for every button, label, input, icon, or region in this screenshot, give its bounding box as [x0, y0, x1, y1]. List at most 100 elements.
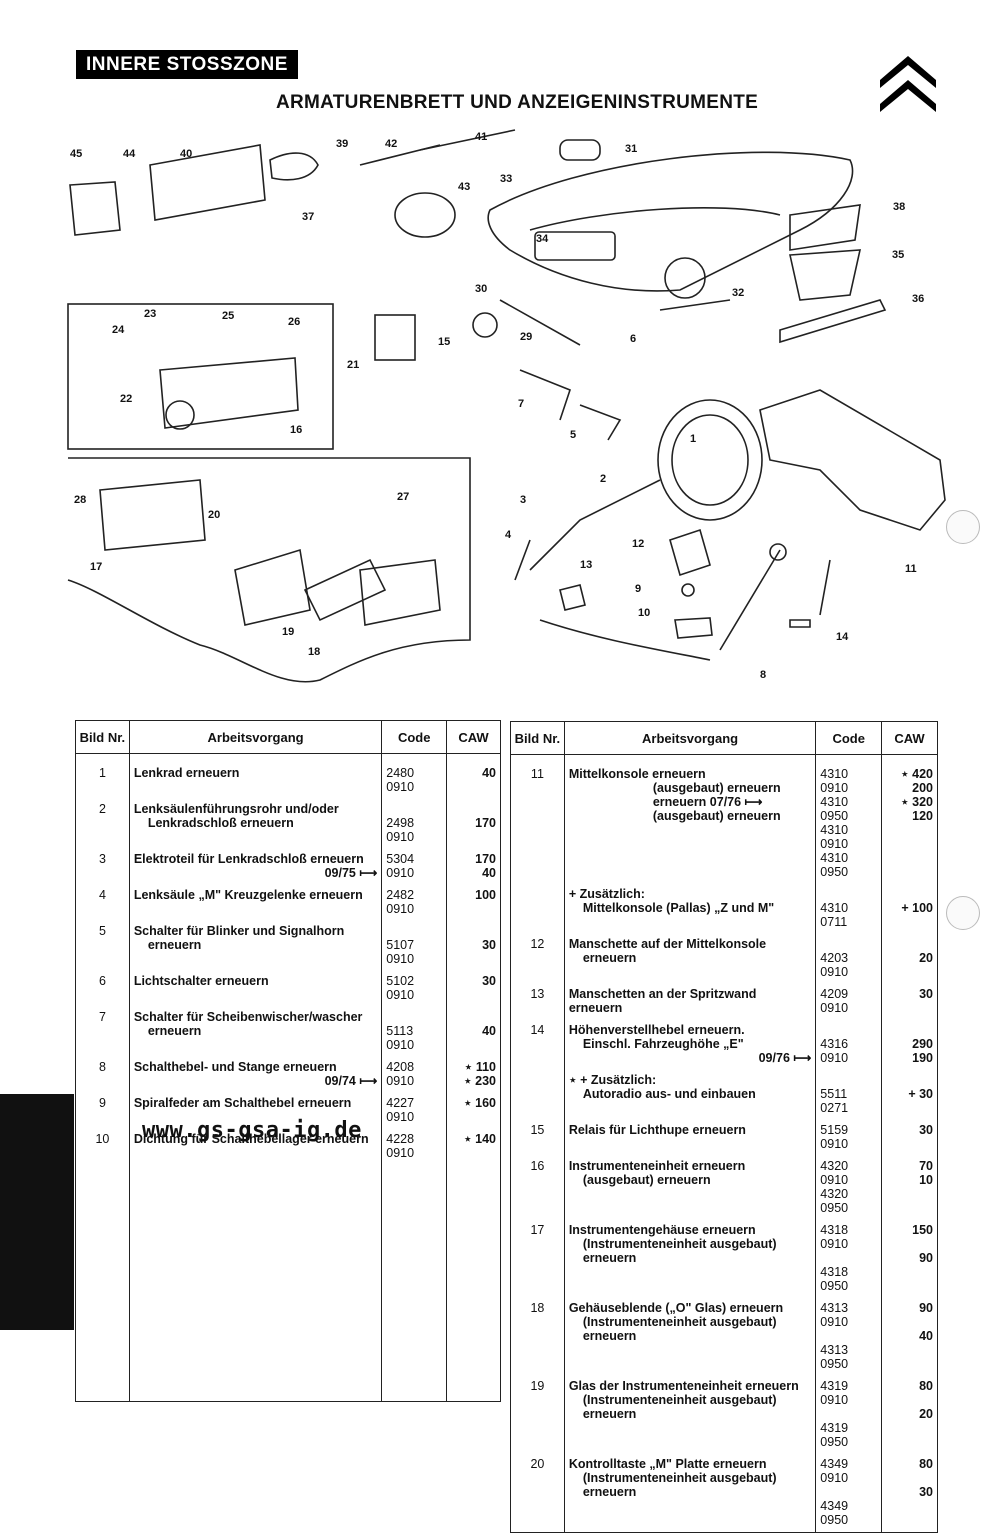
callout-27: 27: [397, 491, 409, 503]
caw: ⋆ 160: [446, 1093, 501, 1129]
code: 2482 0910: [381, 885, 448, 921]
table-row: 18 Gehäuseblende („O" Glas) erneuern(Ins…: [510, 1298, 938, 1376]
table-row: 1 Lenkrad erneuern 2480 0910 40: [75, 753, 501, 799]
bild-nr: 1: [75, 753, 130, 799]
code: 5304 0910: [381, 849, 448, 885]
caw: + 100: [881, 884, 938, 934]
callout-33: 33: [500, 173, 512, 185]
bild-nr: 3: [75, 849, 130, 885]
dashboard-shape: [487, 151, 854, 292]
caw: 30: [446, 971, 501, 1007]
center-console-shape: [759, 389, 946, 531]
callout-3: 3: [520, 494, 526, 506]
callout-36: 36: [912, 293, 924, 305]
code: 4319 0910 4319 0950: [815, 1376, 883, 1454]
caw: 80 30: [881, 1454, 938, 1533]
callout-10: 10: [638, 607, 650, 619]
callout-15: 15: [438, 336, 450, 348]
operation: Glas der Instrumenteneinheit erneuern(In…: [563, 1376, 817, 1454]
callout-23: 23: [144, 308, 156, 320]
washer-bottle-shape: [69, 181, 121, 236]
caw: + 30: [881, 1070, 938, 1120]
callout-40: 40: [180, 148, 192, 160]
table-row: 11 Mittelkonsole erneuern(ausgebaut) ern…: [510, 754, 938, 884]
col-header-code: Code: [815, 721, 883, 755]
caw: 150 90: [881, 1220, 938, 1298]
callout-19: 19: [282, 626, 294, 638]
operation: Relais für Lichthupe erneuern: [563, 1120, 817, 1156]
callout-11: 11: [905, 563, 917, 575]
operation: Lenkrad erneuern: [128, 753, 383, 799]
callout-26: 26: [288, 316, 300, 328]
caw: 80 20: [881, 1376, 938, 1454]
operation: Dichtung für Schalthebellager erneuern: [128, 1129, 383, 1165]
callout-34: 34: [536, 233, 549, 245]
operations-table-right: Bild Nr. Arbeitsvorgang Code CAW 11 Mitt…: [510, 721, 938, 1533]
parts-diagram: 1 2 3 4 5 6 7 8 9 10 11 12 13 14 15 16 1…: [67, 129, 946, 683]
operation: Mittelkonsole erneuern(ausgebaut) erneue…: [563, 754, 817, 884]
code: 4316 0910: [815, 1020, 883, 1070]
callout-16: 16: [290, 424, 302, 436]
callout-18: 18: [308, 646, 320, 658]
operation: Instrumenteneinheit erneuern(ausgebaut) …: [563, 1156, 817, 1220]
table-row: 17 Instrumentengehäuse erneuern(Instrume…: [510, 1220, 938, 1298]
code: 4203 0910: [815, 934, 883, 984]
bild-nr: [510, 1070, 565, 1120]
bild-nr: 10: [75, 1129, 130, 1165]
code: 2498 0910: [381, 799, 448, 849]
bild-nr: 15: [510, 1120, 565, 1156]
code: 5113 0910: [381, 1007, 448, 1057]
code: 4320 0910 4320 0950: [815, 1156, 883, 1220]
caw: 70 10: [881, 1156, 938, 1220]
bild-nr: 2: [75, 799, 130, 849]
callout-17: 17: [90, 561, 102, 573]
callout-45: 45: [70, 148, 82, 160]
callout-30: 30: [475, 283, 487, 295]
bild-nr: 13: [510, 984, 565, 1020]
callout-44: 44: [123, 148, 136, 160]
callout-4: 4: [505, 529, 512, 541]
bild-nr: 20: [510, 1454, 565, 1533]
callout-21: 21: [347, 359, 359, 371]
col-header-arbeitsvorgang: Arbeitsvorgang: [563, 721, 817, 755]
website-link[interactable]: www.gs-gsa-ig.de: [142, 1118, 362, 1143]
table-row-empty: [75, 1165, 501, 1402]
caw: ⋆ 420 200 ⋆ 320 120: [881, 754, 938, 884]
callout-43: 43: [458, 181, 470, 193]
bild-nr: 16: [510, 1156, 565, 1220]
table-row: ⋆ + Zusätzlich:Autoradio aus- und einbau…: [510, 1070, 938, 1120]
code: 5107 0910: [381, 921, 448, 971]
bild-nr: 17: [510, 1220, 565, 1298]
code: 5511 0271: [815, 1070, 883, 1120]
code: 4227 0910: [381, 1093, 448, 1129]
table-row: 14 Höhenverstellhebel erneuern.Einschl. …: [510, 1020, 938, 1070]
code: 4208 0910: [381, 1057, 448, 1093]
code: 4318 0910 4318 0950: [815, 1220, 883, 1298]
callout-13: 13: [580, 559, 592, 571]
bild-nr: 14: [510, 1020, 565, 1070]
callout-1: 1: [690, 433, 696, 445]
sun-visor-shape: [149, 144, 266, 221]
bild-nr: 9: [75, 1093, 130, 1129]
caw: ⋆ 110 ⋆ 230: [446, 1057, 501, 1093]
col-header-code: Code: [381, 720, 448, 754]
callout-37: 37: [302, 211, 314, 223]
caw: ⋆ 140: [446, 1129, 501, 1165]
callout-42: 42: [385, 138, 397, 150]
table-row: 19 Glas der Instrumenteneinheit erneuern…: [510, 1376, 938, 1454]
callout-25: 25: [222, 310, 234, 322]
operation: ⋆ + Zusätzlich:Autoradio aus- und einbau…: [563, 1070, 817, 1120]
code: 4209 0910: [815, 984, 883, 1020]
operation: + Zusätzlich:Mittelkonsole (Pallas) „Z u…: [563, 884, 817, 934]
bild-nr: [510, 884, 565, 934]
callout-39: 39: [336, 138, 348, 150]
caw: 290 190: [881, 1020, 938, 1070]
table-row: 3 Elektroteil für Lenkradschloß erneuern…: [75, 849, 501, 885]
callout-29: 29: [520, 331, 532, 343]
section-tab-marker: [0, 1094, 74, 1330]
code: 4310 0910 4310 0950 4310 0910 4310 0950: [815, 754, 883, 884]
